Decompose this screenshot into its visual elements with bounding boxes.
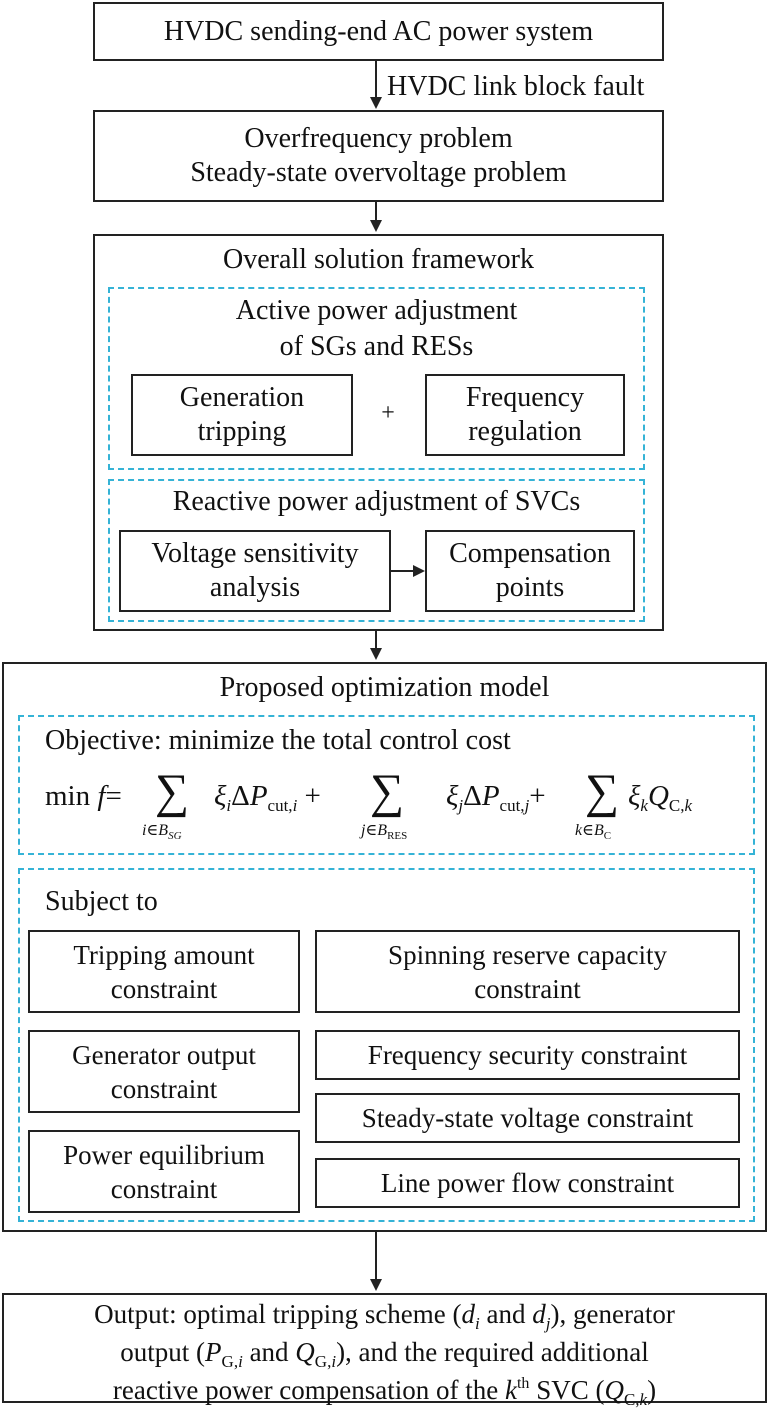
problems-box: Overfrequency problem Steady-state overv… [93, 110, 664, 202]
generation-tripping-line1: Generation [179, 382, 305, 413]
frequency-regulation-box: Frequency regulation [425, 374, 625, 456]
tripping-amount-line1: Tripping amount [73, 939, 255, 970]
arrow-2-head [370, 220, 382, 232]
sum-symbol-3: ∑ [585, 765, 620, 818]
voltage-sensitivity-line2: analysis [209, 572, 301, 603]
power-equilibrium-constraint-box: Power equilibrium constraint [28, 1130, 300, 1213]
power-equilibrium-line2: constraint [110, 1173, 218, 1204]
output-line-3: reactive power compensation of the kth S… [112, 1375, 657, 1409]
sending-end-system-box: HVDC sending-end AC power system [93, 2, 664, 61]
formula-min: min f= [45, 780, 122, 812]
frequency-security-line: Frequency security constraint [367, 1040, 688, 1070]
generator-output-line1: Generator output [72, 1039, 256, 1070]
spinning-reserve-line1: Spinning reserve capacity [388, 939, 667, 970]
arrow-3-head [370, 648, 382, 660]
arrow-1-line [375, 61, 377, 98]
generator-output-constraint-box: Generator output constraint [28, 1030, 300, 1113]
active-power-region [108, 287, 645, 470]
term-3: ξkQC,k [628, 780, 693, 815]
line-power-flow-constraint-box: Line power flow constraint [315, 1158, 740, 1208]
subject-to-label: Subject to [45, 886, 158, 917]
arrow-2-line [375, 202, 377, 221]
arrow-3-line [375, 631, 377, 649]
sensitivity-to-compensation-arrow [391, 570, 415, 572]
output-box [2, 1293, 767, 1403]
power-equilibrium-line1: Power equilibrium [63, 1139, 265, 1170]
frequency-regulation-line1: Frequency [465, 382, 585, 413]
voltage-sensitivity-box: Voltage sensitivity analysis [119, 530, 391, 612]
output-text: Output: optimal tripping scheme (di and … [2, 1297, 767, 1412]
compensation-points-line2: points [495, 572, 565, 603]
output-line-1: Output: optimal tripping scheme (di and … [94, 1299, 675, 1333]
steady-state-voltage-line: Steady-state voltage constraint [361, 1103, 694, 1133]
arrow-4-head [370, 1279, 382, 1291]
spinning-reserve-constraint-box: Spinning reserve capacity constraint [315, 930, 740, 1013]
frequency-security-constraint-box: Frequency security constraint [315, 1030, 740, 1080]
sum-limit-1: i∈BSG [142, 822, 182, 842]
sum-symbol-2: ∑ [370, 765, 405, 818]
tripping-amount-line2: constraint [110, 973, 218, 1004]
generation-tripping-line2: tripping [197, 416, 287, 447]
generation-tripping-box: Generation tripping [131, 374, 353, 456]
spinning-reserve-line2: constraint [474, 973, 581, 1004]
frequency-regulation-line2: regulation [468, 416, 582, 447]
term-2: ξjΔPcut,j+ [446, 780, 546, 815]
sum-limit-2: j∈BRES [361, 822, 408, 842]
plus-sign: + [381, 400, 395, 426]
objective-region [18, 715, 755, 855]
objective-label: Objective: minimize the total control co… [45, 725, 511, 756]
constraints-region [18, 868, 755, 1222]
generator-output-line2: constraint [110, 1073, 218, 1104]
tripping-amount-constraint-box: Tripping amount constraint [28, 930, 300, 1013]
active-power-title-line1: Active power adjustment [235, 295, 518, 326]
active-power-title-line2: of SGs and RESs [279, 331, 474, 362]
arrow-1-head [370, 97, 382, 109]
fault-label: HVDC link block fault [387, 71, 645, 102]
overfrequency-problem: Overfrequency problem [244, 123, 513, 154]
sum-symbol-1: ∑ [155, 765, 190, 818]
sending-end-system-label: HVDC sending-end AC power system [163, 15, 594, 47]
compensation-points-box: Compensation points [425, 530, 635, 612]
output-line-2: output (PG,i and QG,i), and the required… [120, 1337, 649, 1371]
sum-limit-3: k∈BC [575, 822, 612, 842]
reactive-power-region [108, 479, 645, 622]
reactive-power-title: Reactive power adjustment of SVCs [172, 486, 581, 517]
voltage-sensitivity-line1: Voltage sensitivity [151, 538, 359, 569]
compensation-points-line1: Compensation [449, 538, 611, 569]
arrow-4-line [375, 1232, 377, 1280]
overvoltage-problem: Steady-state overvoltage problem [190, 157, 567, 188]
steady-state-voltage-constraint-box: Steady-state voltage constraint [315, 1093, 740, 1143]
framework-title: Overall solution framework [222, 244, 535, 275]
sensitivity-to-compensation-arrowhead [413, 565, 425, 577]
model-title: Proposed optimization model [219, 672, 550, 703]
term-1: ξiΔPcut,i + [214, 780, 321, 815]
line-power-flow-line: Line power flow constraint [380, 1168, 675, 1198]
